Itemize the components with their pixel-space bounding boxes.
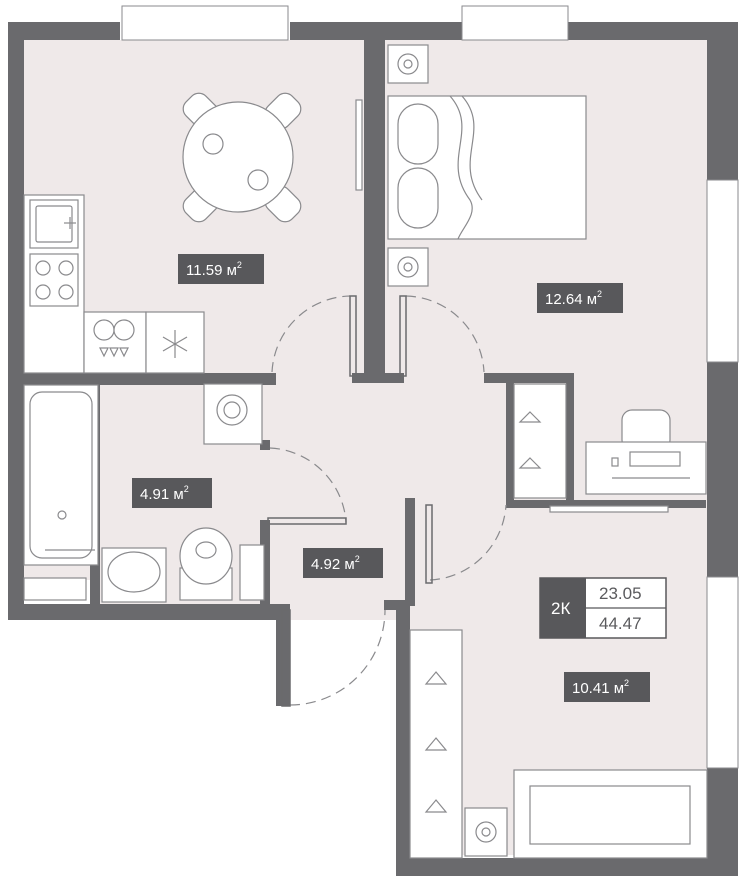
bed-icon <box>387 95 587 240</box>
svg-text:12.64 м2: 12.64 м2 <box>545 289 602 308</box>
windows <box>121 5 739 769</box>
door-arc <box>289 609 386 706</box>
stove-icon <box>29 253 79 307</box>
svg-text:11.59 м2: 11.59 м2 <box>186 260 242 279</box>
dining-table-icon <box>182 92 302 223</box>
door-arc <box>429 504 507 581</box>
nightstand <box>387 247 429 287</box>
bedroom-area-label: 12.64 м2 <box>537 283 623 313</box>
walls <box>8 22 738 876</box>
window <box>461 5 569 41</box>
window <box>706 576 739 769</box>
sofa-icon <box>513 769 708 859</box>
wall-shelf <box>355 99 363 191</box>
snowflake-icon <box>162 330 188 358</box>
window <box>121 5 289 41</box>
svg-text:4.92 м2: 4.92 м2 <box>311 554 360 573</box>
total-area: 44.47 <box>599 614 642 633</box>
desk-icon <box>585 409 707 495</box>
window <box>706 179 739 363</box>
apartment-type: 2К <box>551 599 570 618</box>
hall-area-label: 4.92 м2 <box>303 548 383 578</box>
living-area: 23.05 <box>599 584 642 603</box>
door-arc <box>405 295 485 373</box>
svg-text:4.91 м2: 4.91 м2 <box>140 484 189 503</box>
room2-area-label: 10.41 м2 <box>564 672 650 702</box>
kitchen-area-label: 11.59 м2 <box>178 254 264 284</box>
bathroom-area-label: 4.91 м2 <box>132 478 212 508</box>
wardrobe <box>513 383 567 499</box>
door-leaves <box>267 295 433 707</box>
svg-text:10.41 м2: 10.41 м2 <box>572 678 629 697</box>
apartment-info-box: 2К 23.05 44.47 <box>539 577 667 639</box>
door-swings <box>269 295 507 706</box>
door-arc <box>271 295 351 373</box>
door-arc <box>269 447 347 523</box>
bathtub-icon <box>23 384 99 566</box>
furniture <box>23 44 708 859</box>
wardrobe <box>409 629 463 859</box>
